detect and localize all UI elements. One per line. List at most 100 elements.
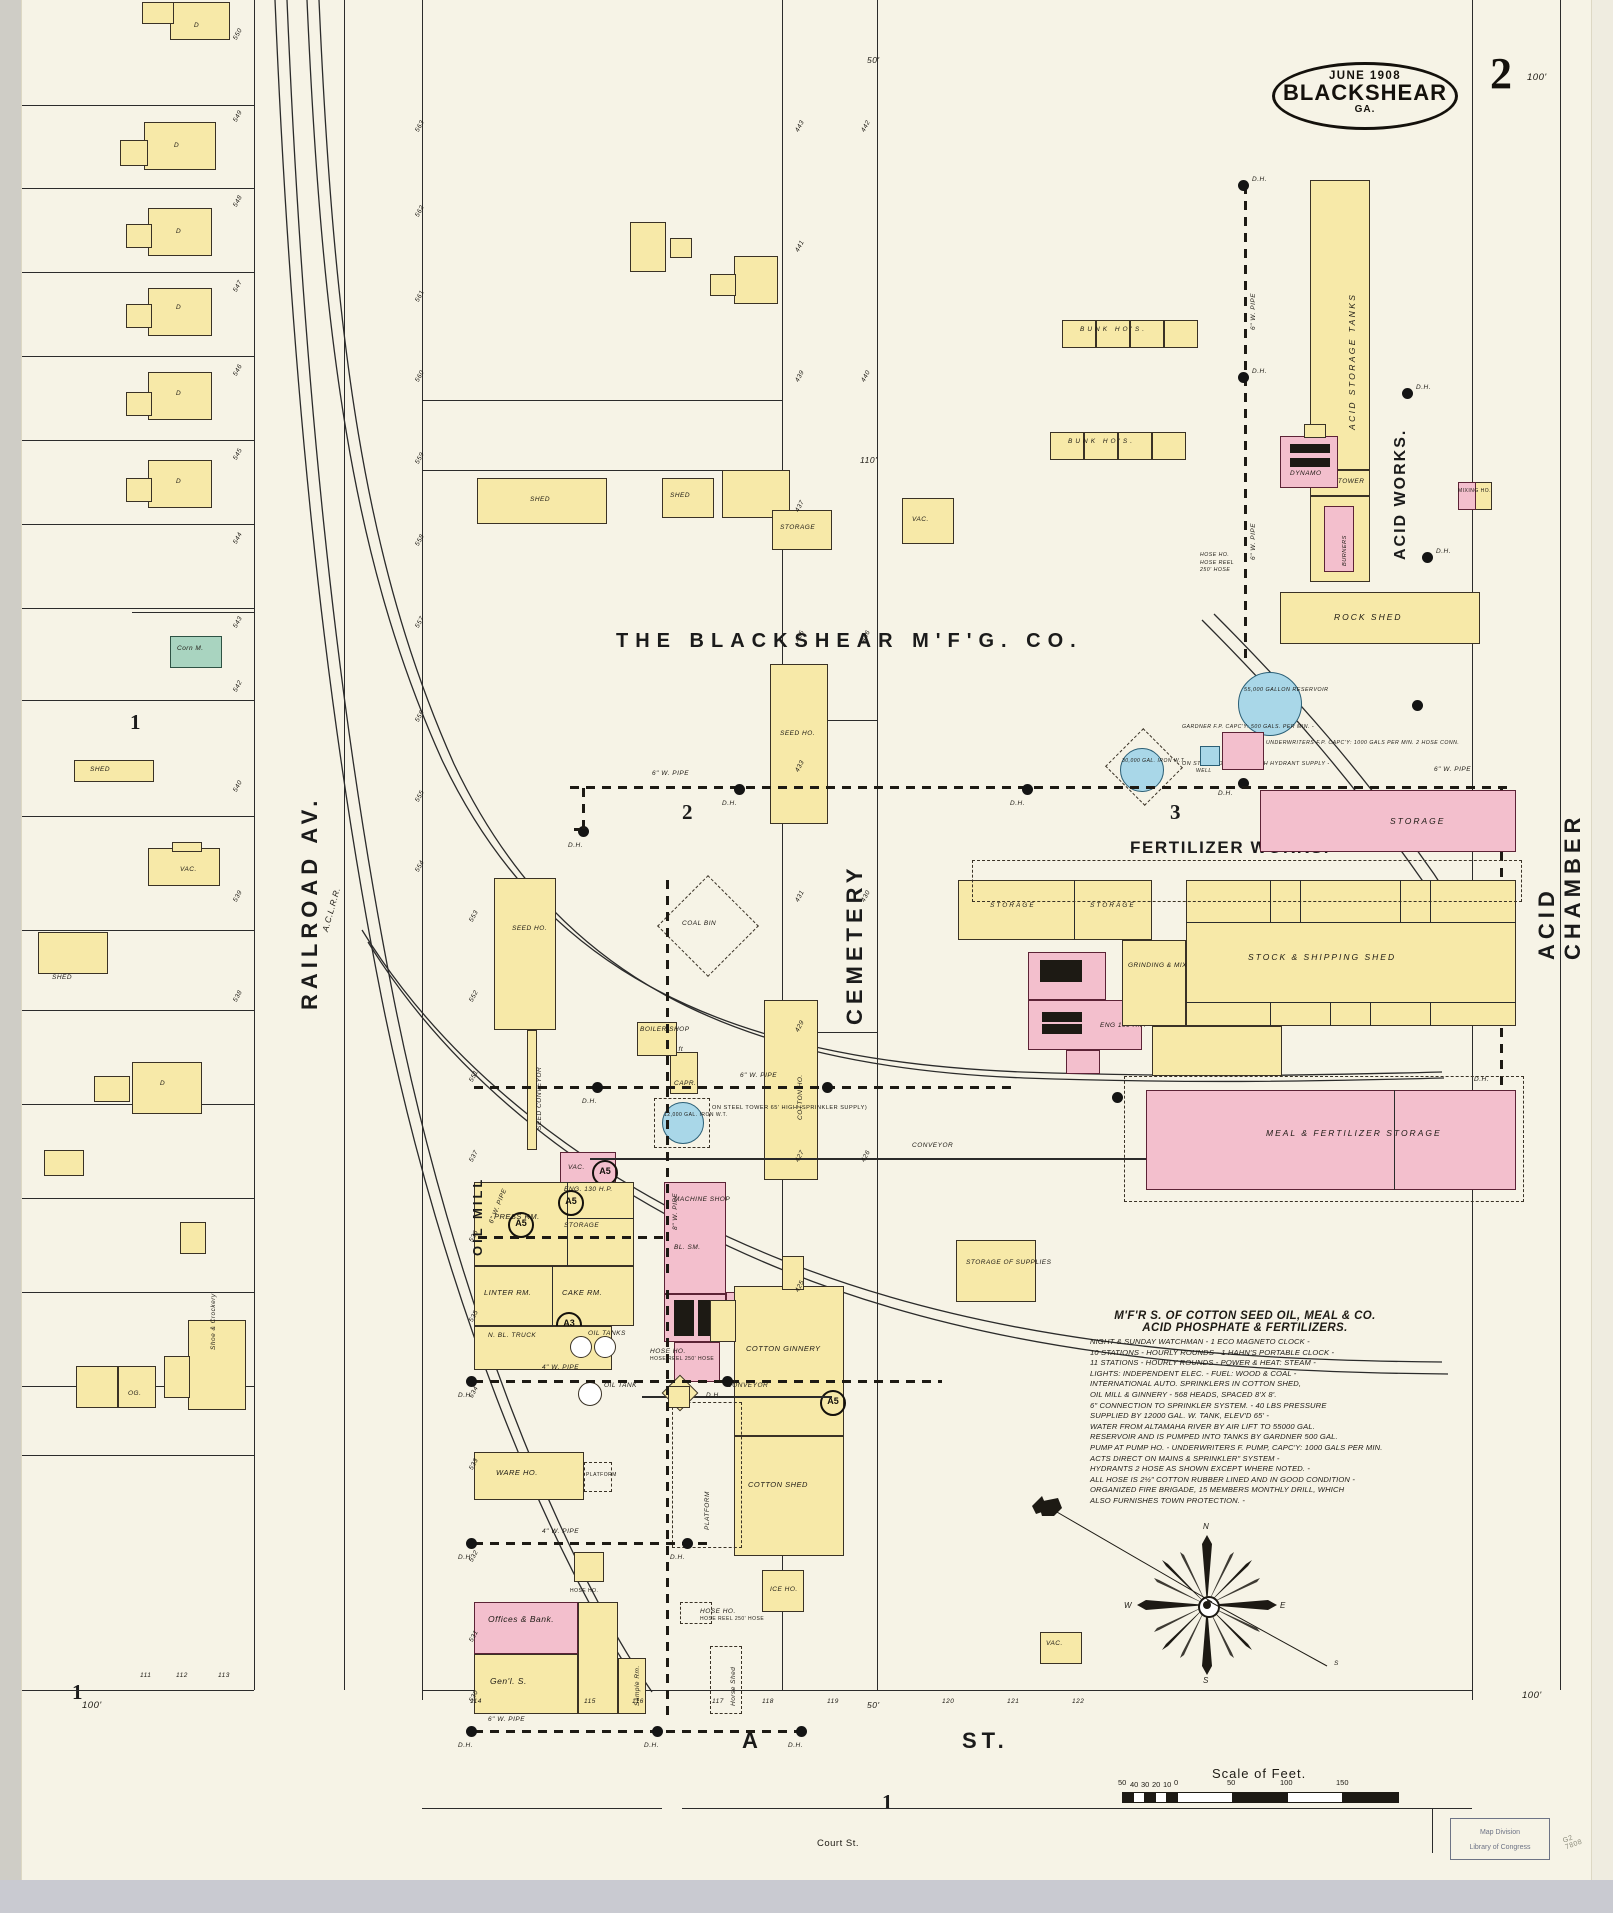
sprinkler-marker-a5: A5 — [508, 1212, 534, 1238]
linter-room-label: LINTER RM. — [484, 1288, 532, 1297]
conveyor-label: CONVEYOR — [912, 1142, 954, 1149]
pipe-label-6in: 6" W. PIPE — [740, 1072, 778, 1079]
building-vacant — [148, 848, 220, 886]
sprinkler-tank-label: 12,000 GAL. IRON W.T. — [664, 1112, 728, 1118]
building-small-shop — [637, 1022, 677, 1056]
oil-tank-label: OIL TANK — [604, 1382, 638, 1389]
pipe-label-4in: 4" W. PIPE — [542, 1364, 580, 1371]
building-bunk-house — [1084, 432, 1118, 460]
legend-line: LIGHTS: INDEPENDENT ELEC. - FUEL: WOOD &… — [1090, 1368, 1297, 1378]
legend-line: ORGANIZED FIRE BRIGADE, 15 MEMBERS MONTH… — [1090, 1485, 1345, 1495]
water-pipe-oilmill — [478, 1236, 664, 1239]
bottom-margin — [0, 1880, 1613, 1913]
hydrant-label: D.H. — [706, 1392, 721, 1399]
acid-tower-label: ACID TOWER — [1318, 478, 1365, 485]
oil-mill-label: OIL MILL — [470, 1176, 485, 1256]
street-st: ST. — [962, 1728, 1009, 1753]
vac-label: VAC. — [1046, 1640, 1063, 1647]
scale-title: Scale of Feet. — [1212, 1766, 1307, 1781]
compass-center — [1203, 1601, 1211, 1609]
building-dwelling — [132, 1062, 202, 1114]
gardner-pump-label: GARDNER F.P. CAPC'Y: 500 GALS. PER MIN. … — [1182, 724, 1315, 730]
title-place: BLACKSHEAR — [1283, 80, 1447, 105]
building-engine-annex — [1066, 1050, 1100, 1074]
legend-line: ALSO FURNISHES TOWN PROTECTION. - — [1090, 1495, 1246, 1505]
oil-tank-circle — [578, 1382, 602, 1406]
ginnery-platform — [672, 1402, 742, 1548]
building-storage-supplies — [956, 1240, 1036, 1302]
water-pipe-lower — [474, 1380, 942, 1383]
storage-small-label: STORAGE — [780, 524, 816, 531]
legend-line: OIL MILL & GINNERY - 568 HEADS, SPACED 8… — [1090, 1389, 1277, 1399]
coal-bin-label: COAL BIN — [682, 920, 717, 927]
hydrant-label: D.H. — [1416, 384, 1431, 391]
hydrant-label: D.H. — [1474, 1076, 1489, 1083]
bunk-houses-label: BUNK HO'S. — [1068, 438, 1135, 445]
building-vacant-dashed — [680, 1602, 712, 1624]
building-ice-house — [762, 1570, 804, 1612]
vac-label: VAC. — [912, 516, 929, 523]
platform-label: PLATFORM — [586, 1472, 617, 1478]
hydrant-label: D.H. — [582, 1098, 597, 1105]
right-margin — [1591, 0, 1613, 1913]
pipe-label-4in: 4" W. PIPE — [542, 1528, 580, 1535]
sprinkler-tank-enclosure — [654, 1098, 710, 1148]
building-dwelling-wing — [142, 2, 174, 24]
platform-label: PLATFORM — [704, 1491, 711, 1530]
building-vacant-right — [1040, 1632, 1082, 1664]
building-burners — [1324, 506, 1354, 572]
hydrant-label: D.H. — [644, 1742, 659, 1749]
cotton-shed-label: COTTON SHED — [748, 1480, 808, 1489]
building-bunk-house — [1118, 432, 1152, 460]
rock-shed-label: ROCK SHED — [1334, 612, 1403, 622]
compass-tail-line — [1207, 1600, 1328, 1667]
compass-east: E — [1280, 1601, 1286, 1610]
storage-right-label: STORAGE — [1390, 816, 1446, 826]
legend-line: ALL HOSE IS 2½" COTTON RUBBER LINED AND … — [1090, 1474, 1355, 1484]
hydrant — [734, 784, 745, 795]
offices-bank-label: Offices & Bank. — [488, 1614, 555, 1624]
legend-block: M'F'R S. OF COTTON SEED OIL, MEAL & CO. … — [1090, 1310, 1400, 1507]
shed-label: SHED — [90, 766, 111, 773]
building-store-og — [118, 1366, 156, 1408]
building-grinding-mixing — [1122, 940, 1186, 1026]
water-pipe-vertical-bottom — [666, 1290, 669, 1720]
library-of-congress-stamp: Map Division Library of Congress — [1450, 1818, 1550, 1860]
dynamo-annex — [1304, 424, 1326, 438]
sprinkler-tower-label: ON STEEL TOWER 65' HIGH (SPRINKLER SUPPL… — [712, 1105, 868, 1111]
dwelling-code: D — [174, 142, 180, 149]
dwelling-code: D — [176, 228, 182, 235]
compass-south: S — [1203, 1676, 1209, 1685]
hydrant — [466, 1376, 477, 1387]
building-dwelling-wing — [710, 274, 736, 296]
building-vacant-wing — [172, 842, 202, 852]
title-cartouche: JUNE 1908 BLACKSHEAR GA. — [1272, 62, 1458, 130]
pipe-label-6in: 6" W. PIPE — [1250, 292, 1257, 330]
building-ware-house — [474, 1452, 584, 1500]
burners-label: BURNERS — [1342, 535, 1348, 566]
building-dwelling-wing — [670, 238, 692, 258]
building-acid-storage-tanks — [1310, 180, 1370, 470]
hydrant — [1022, 784, 1033, 795]
pipe-label-6in: 6" W. PIPE — [1250, 522, 1257, 560]
building-small-shed — [574, 1552, 604, 1582]
dwelling-code: D — [194, 22, 200, 29]
hydrant — [578, 826, 589, 837]
hydrant — [1112, 1092, 1123, 1103]
hydrant — [722, 1376, 733, 1387]
reservoir — [1238, 672, 1302, 736]
cotton-house-label: COTTON HO. — [797, 1074, 804, 1120]
building-vac — [902, 498, 954, 544]
building-shed — [44, 1150, 84, 1176]
vac-label: VAC. — [180, 866, 197, 873]
cake-room-label: CAKE RM. — [562, 1288, 603, 1297]
fertilizer-yard-outline — [972, 860, 1522, 902]
sprinkler-marker-a5: A5 — [558, 1190, 584, 1216]
hydrant-label: D.H. — [458, 1554, 473, 1561]
building-stock-shipping-shed — [1186, 880, 1516, 1026]
legend-line: NIGHT & SUNDAY WATCHMAN - 1 ECO MAGNETO … — [1090, 1337, 1310, 1346]
building-bunk-house — [1050, 432, 1084, 460]
sheet-number: 2 — [1490, 49, 1512, 98]
